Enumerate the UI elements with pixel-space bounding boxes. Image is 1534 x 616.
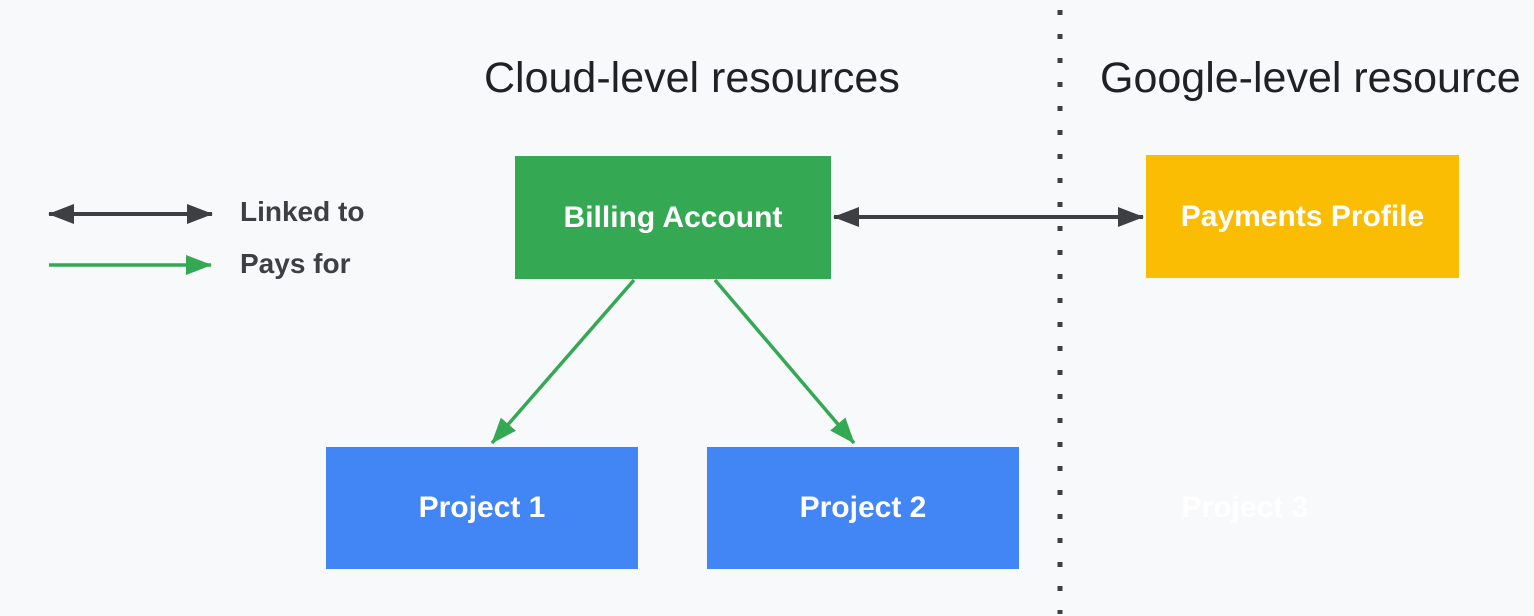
legend-label-linked-to: Linked to	[240, 196, 365, 227]
node-project-3-label: Project 3	[1181, 491, 1309, 524]
node-payments-profile: Payments Profile	[1146, 155, 1459, 278]
section-title-google: Google-level resource	[1100, 54, 1521, 102]
node-project-3: Project 3	[1089, 447, 1401, 569]
legend-label-pays-for: Pays for	[240, 248, 351, 279]
node-project-2-label: Project 2	[799, 491, 927, 524]
node-project-2: Project 2	[707, 447, 1019, 569]
node-billing-account-label: Billing Account	[563, 200, 783, 234]
edge-billing-project-1-pays-for-arrow	[490, 278, 636, 445]
node-billing-account: Billing Account	[515, 156, 831, 279]
section-title-cloud: Cloud-level resources	[484, 54, 900, 102]
node-project-1: Project 1	[326, 447, 638, 569]
edge-billing-project-2-pays-for-arrow	[713, 278, 856, 445]
node-project-1-label: Project 1	[418, 491, 546, 524]
node-payments-profile-label: Payments Profile	[1180, 199, 1425, 233]
